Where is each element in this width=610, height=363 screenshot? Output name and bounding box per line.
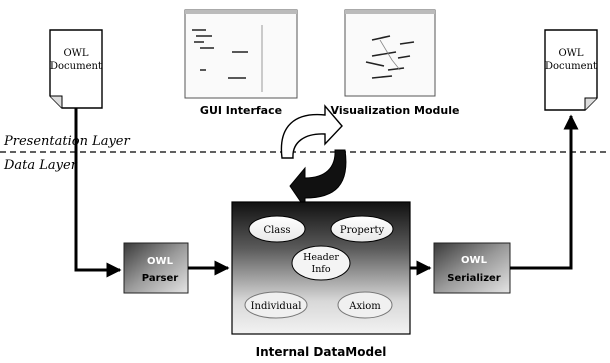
input-document-line2: Document: [50, 61, 102, 72]
output-owl-document: OWL Document: [544, 29, 598, 111]
individual-oval: [244, 291, 308, 319]
class-label: Class: [263, 225, 290, 236]
visualization-module-label: Visualization Module: [331, 104, 460, 117]
serializer-line1: OWL: [461, 255, 488, 266]
gui-interface-thumbnail: [184, 9, 298, 99]
owl-serializer-box: OWL Serializer: [433, 242, 511, 294]
data-layer-label: Data Layer: [3, 158, 78, 173]
header-info-line2: Info: [311, 264, 330, 275]
sync-cycle-arrows: [280, 104, 347, 210]
input-document-line1: OWL: [63, 48, 88, 59]
input-owl-document: OWL Document: [49, 29, 103, 109]
parser-line1: OWL: [147, 256, 174, 267]
input-to-parser-arrow: [74, 108, 122, 278]
serializer-line2: Serializer: [447, 273, 501, 284]
output-document-line1: OWL: [558, 48, 583, 59]
owl-parser-box: OWL Parser: [123, 242, 189, 294]
property-label: Property: [340, 225, 385, 236]
internal-datamodel-box: Class Property Header Info Individual Ax…: [231, 201, 411, 335]
class-oval: [248, 215, 306, 243]
axiom-label: Axiom: [348, 301, 381, 312]
gui-interface-label: GUI Interface: [200, 104, 282, 117]
visualization-module-thumbnail: [344, 9, 436, 97]
property-oval: [330, 215, 394, 243]
output-document-line2: Document: [545, 61, 597, 72]
serializer-to-output-arrow: [510, 114, 579, 270]
axiom-oval: [337, 291, 393, 319]
header-info-line1: Header: [303, 252, 339, 263]
parser-line2: Parser: [142, 273, 178, 284]
presentation-layer-label: Presentation Layer: [3, 134, 131, 149]
header-info-oval: [291, 245, 351, 281]
internal-datamodel-title: Internal DataModel: [256, 345, 387, 359]
individual-label: Individual: [251, 301, 302, 312]
